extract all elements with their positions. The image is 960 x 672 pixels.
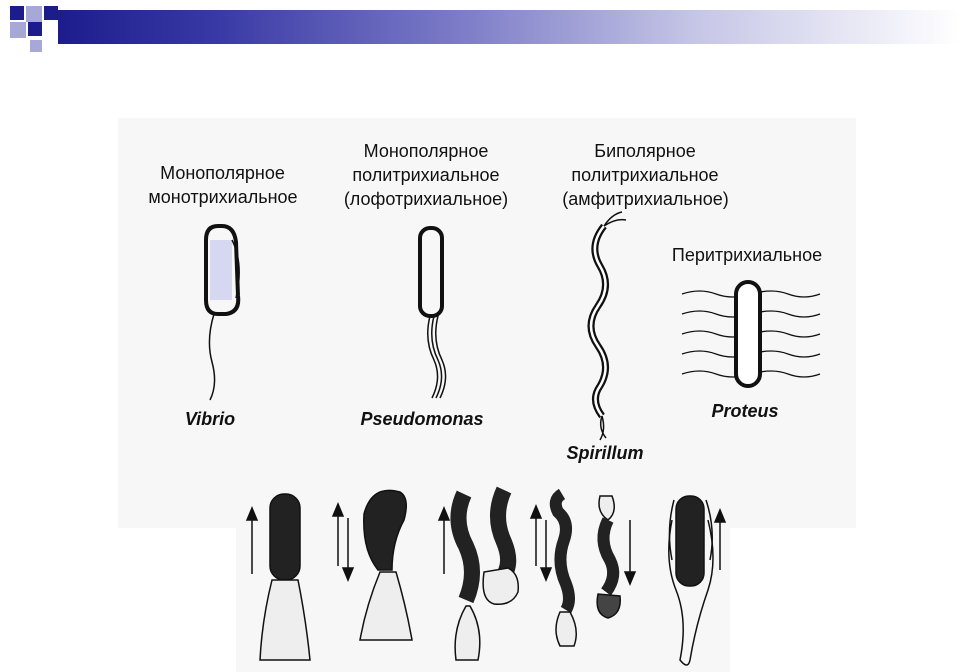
diagram-panel (118, 118, 856, 528)
label-mono-poly-1: Монополярное (363, 141, 489, 161)
label-mono-mono-1: Монополярное (160, 163, 285, 183)
slide-title-decoration (0, 0, 960, 56)
label-bi-poly-1: Биполярное (594, 141, 696, 161)
label-bi-poly-2: политрихиальное (571, 165, 719, 185)
label-peritrichous: Перитрихиальное (671, 245, 823, 265)
decor-square-dark (44, 6, 58, 20)
motility-panel (245, 486, 727, 666)
decor-square-light (26, 6, 42, 22)
label-mono-poly-2: политрихиальное (352, 165, 500, 185)
decor-square-light (10, 22, 26, 38)
pseudomonas-cell (418, 226, 447, 399)
title-gradient-bar (58, 10, 960, 44)
label-pseudomonas: Pseudomonas (360, 409, 484, 429)
decor-square-dark (10, 6, 24, 20)
spirillum-cell (587, 211, 627, 441)
label-spirillum: Spirillum (566, 443, 644, 463)
label-vibrio: Vibrio (184, 409, 236, 429)
vibrio-cell (204, 224, 241, 401)
decor-square-light (30, 40, 42, 52)
vibrio-highlight (210, 240, 232, 300)
label-proteus: Proteus (711, 401, 779, 421)
label-bi-poly-3: (амфитрихиальное) (562, 189, 729, 209)
vibrio-flagellum (208, 313, 216, 401)
label-mono-mono-2: монотрихиальное (148, 187, 298, 207)
decor-square-dark (28, 22, 42, 36)
proteus-cell (681, 280, 821, 388)
label-mono-poly-3: (лофотрихиальное) (343, 189, 509, 209)
